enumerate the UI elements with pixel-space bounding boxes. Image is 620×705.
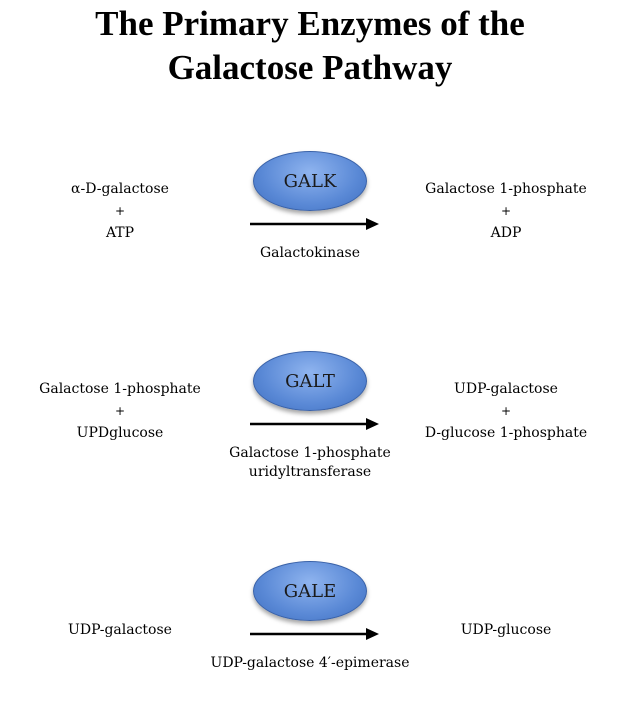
plus-sign: + bbox=[500, 204, 512, 218]
title-line-1: The Primary Enzymes of the bbox=[95, 4, 525, 43]
enzyme-galk-oval: GALK bbox=[253, 151, 367, 211]
plus-sign: + bbox=[500, 404, 512, 418]
product-adp: ADP bbox=[490, 225, 522, 241]
reaction-arrow-3 bbox=[250, 628, 379, 640]
enzyme-galk-name: Galactokinase bbox=[210, 245, 410, 262]
plus-sign: + bbox=[114, 404, 126, 418]
enzyme-gale-name: UDP-galactose 4′-epimerase bbox=[190, 655, 430, 672]
reaction-gale: UDP-galactose GALE UDP-galactose 4′-epim… bbox=[0, 560, 620, 680]
product-udp-glucose: UDP-glucose bbox=[460, 622, 552, 638]
enzyme-galk-label: GALK bbox=[283, 170, 337, 192]
product-udp-galactose: UDP-galactose bbox=[454, 381, 558, 397]
substrate-alpha-d-galactose: α-D-galactose bbox=[71, 181, 169, 197]
reaction-3-substrates: UDP-galactose bbox=[20, 622, 220, 639]
enzyme-name-line-2: uridyltransferase bbox=[248, 464, 372, 480]
reaction-1-substrates: α-D-galactose + ATP bbox=[20, 181, 220, 242]
title-line-2: Galactose Pathway bbox=[167, 48, 453, 87]
reaction-2-substrates: Galactose 1-phosphate + UPDglucose bbox=[20, 381, 220, 442]
substrate-atp: ATP bbox=[105, 225, 135, 241]
product-galactose-1-phosphate: Galactose 1-phosphate bbox=[425, 181, 587, 197]
enzyme-name-line-1: Galactose 1-phosphate bbox=[229, 445, 391, 461]
substrate-udp-galactose: UDP-galactose bbox=[68, 622, 172, 638]
plus-sign: + bbox=[114, 204, 126, 218]
diagram-title: The Primary Enzymes of the Galactose Pat… bbox=[0, 2, 620, 90]
product-d-glucose-1-phosphate: D-glucose 1-phosphate bbox=[424, 425, 588, 441]
enzyme-galt-label: GALT bbox=[285, 370, 335, 392]
enzyme-galt-oval: GALT bbox=[253, 351, 367, 411]
enzyme-name-udp-galactose-4-epimerase: UDP-galactose 4′-epimerase bbox=[210, 655, 410, 671]
enzyme-name-galactokinase: Galactokinase bbox=[259, 245, 361, 261]
reaction-2-products: UDP-galactose + D-glucose 1-phosphate bbox=[406, 381, 606, 442]
reaction-arrow-1 bbox=[250, 218, 379, 230]
reaction-1-products: Galactose 1-phosphate + ADP bbox=[406, 181, 606, 242]
reaction-galt: Galactose 1-phosphate + UPDglucose GALT … bbox=[0, 350, 620, 480]
reaction-3-products: UDP-glucose bbox=[406, 622, 606, 639]
reaction-arrow-2 bbox=[250, 418, 379, 430]
enzyme-gale-label: GALE bbox=[283, 580, 337, 602]
substrate-galactose-1-phosphate: Galactose 1-phosphate bbox=[39, 381, 201, 397]
reaction-galk: α-D-galactose + ATP GALK Galactokinase G… bbox=[0, 150, 620, 270]
substrate-updglucose: UPDglucose bbox=[76, 425, 164, 441]
enzyme-gale-oval: GALE bbox=[253, 561, 367, 621]
enzyme-galt-name: Galactose 1-phosphate uridyltransferase bbox=[210, 445, 410, 481]
